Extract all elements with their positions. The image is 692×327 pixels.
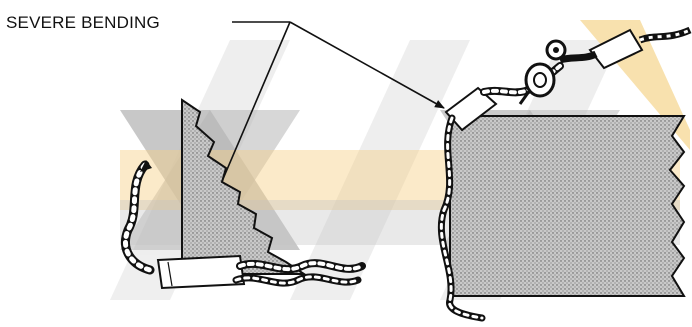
thimble-icon — [558, 26, 692, 70]
callout-label: SEVERE BENDING — [6, 13, 160, 32]
right-sleeve-fitting — [444, 86, 498, 132]
right-plate-example — [437, 26, 692, 322]
left-plate-example — [121, 98, 366, 290]
sleeve-fitting — [156, 254, 246, 290]
shackle-icon — [518, 39, 567, 105]
rectangular-plate — [449, 115, 686, 297]
